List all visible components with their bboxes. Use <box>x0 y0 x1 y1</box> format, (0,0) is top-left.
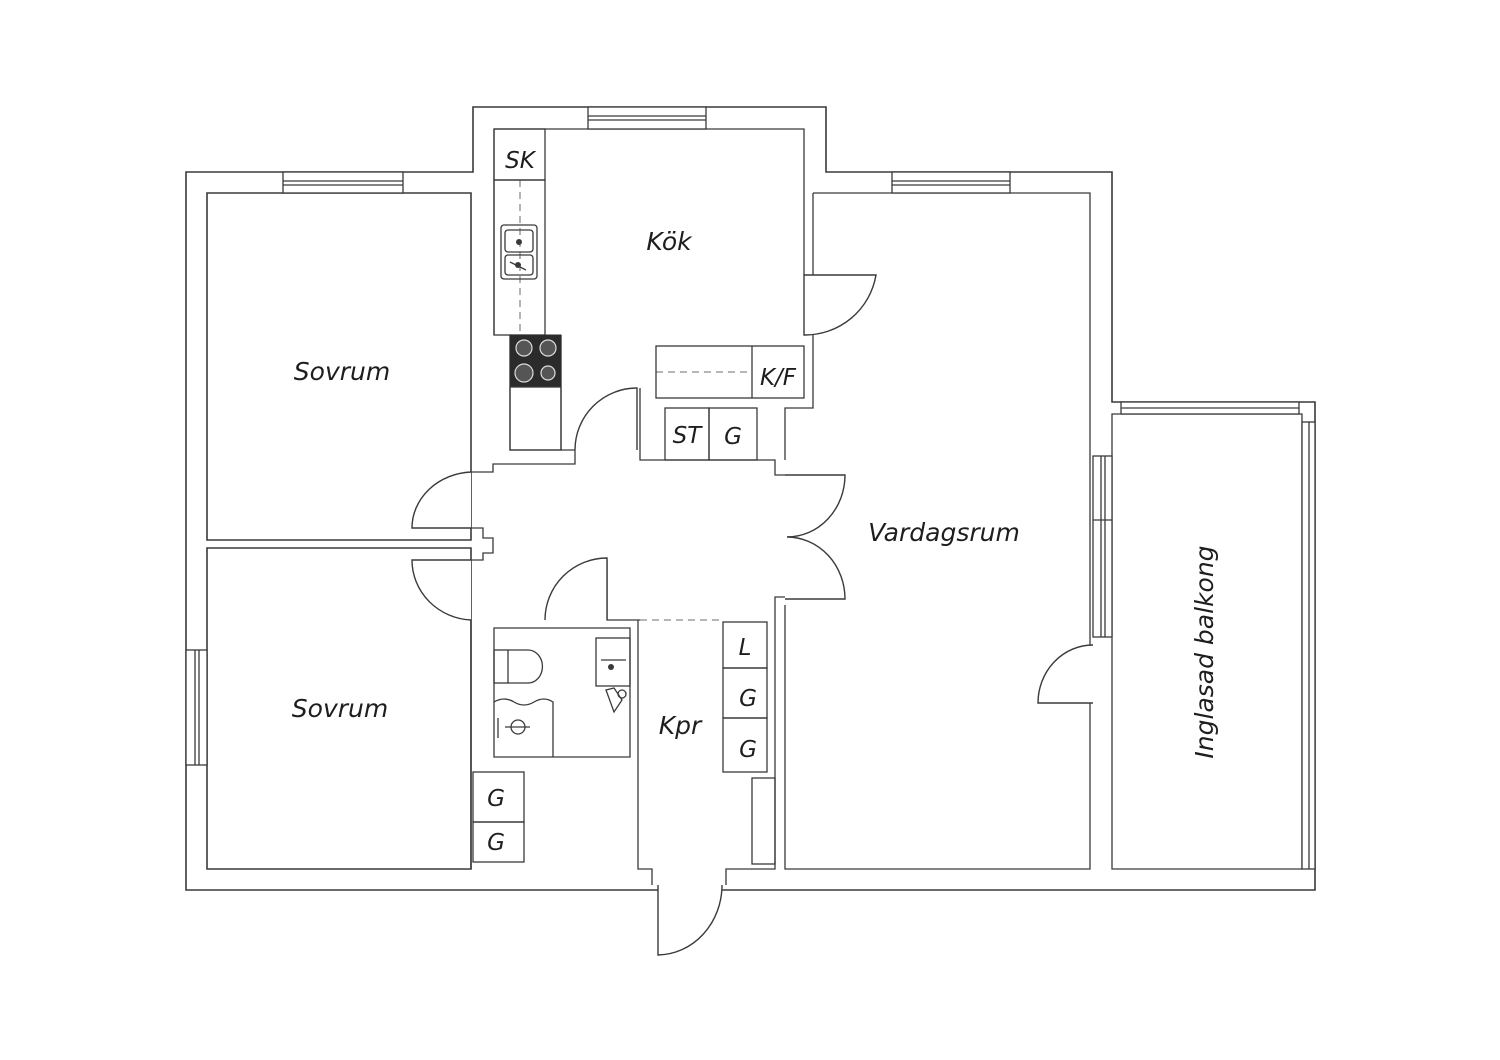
door-bathroom <box>544 557 608 621</box>
counter-low <box>509 386 562 451</box>
washing-machine-icon <box>605 687 627 714</box>
windows <box>185 106 1316 870</box>
room-labels: Kök Sovrum Sovrum Vardagsrum Kpr Inglasa… <box>292 227 1219 759</box>
dashed-lines <box>519 180 752 621</box>
door-kitchen-hall <box>574 387 638 451</box>
closet-label-g-kpr-1: G <box>739 686 757 712</box>
closet-labels: SK K/F ST G L G G G G <box>487 148 797 856</box>
window-bedroom-side <box>185 649 208 766</box>
window-balcony-side <box>1301 421 1316 870</box>
closet-label-l: L <box>739 635 752 661</box>
sink-icon <box>500 224 538 280</box>
window-balcony-top <box>1120 401 1300 415</box>
door-bedroom-upper <box>411 471 472 529</box>
counter-right <box>655 345 805 399</box>
closet-label-kf: K/F <box>760 365 797 391</box>
room-label-sovrum-lower: Sovrum <box>292 694 388 723</box>
door-living-a <box>785 474 846 538</box>
room-label-kok: Kök <box>646 227 693 256</box>
room-label-vardagsrum: Vardagsrum <box>868 518 1020 547</box>
window-living-balcony <box>1092 455 1113 638</box>
door-entrance <box>657 884 723 956</box>
window-bedroom-top <box>282 171 404 194</box>
kitchen-fixtures <box>493 128 805 451</box>
closet-label-sk: SK <box>505 148 537 174</box>
washbasin-icon <box>595 637 631 687</box>
closet-label-g-hall: G <box>724 424 742 450</box>
door-living-b <box>785 536 846 600</box>
doors <box>411 274 1094 956</box>
closet-label-g-bed-1: G <box>487 786 505 812</box>
closet-label-g-bed-2: G <box>487 830 505 856</box>
room-label-kpr: Kpr <box>659 711 703 740</box>
room-label-balkong: Inglasad balkong <box>1190 545 1219 758</box>
door-bedroom-lower <box>411 559 472 621</box>
stove-icon <box>509 334 562 388</box>
door-balcony <box>1037 644 1094 704</box>
closets <box>472 407 776 865</box>
toilet-icon <box>493 649 544 684</box>
room-label-sovrum-upper: Sovrum <box>294 357 390 386</box>
window-living-top <box>891 171 1011 194</box>
window-kitchen <box>587 106 707 130</box>
closet-label-st: ST <box>673 423 704 449</box>
interior-walls <box>470 128 1303 885</box>
shower-icon <box>493 698 554 757</box>
door-kitchen-living <box>803 274 877 336</box>
bathroom-fixtures <box>493 637 631 757</box>
closet-label-g-kpr-2: G <box>739 737 757 763</box>
